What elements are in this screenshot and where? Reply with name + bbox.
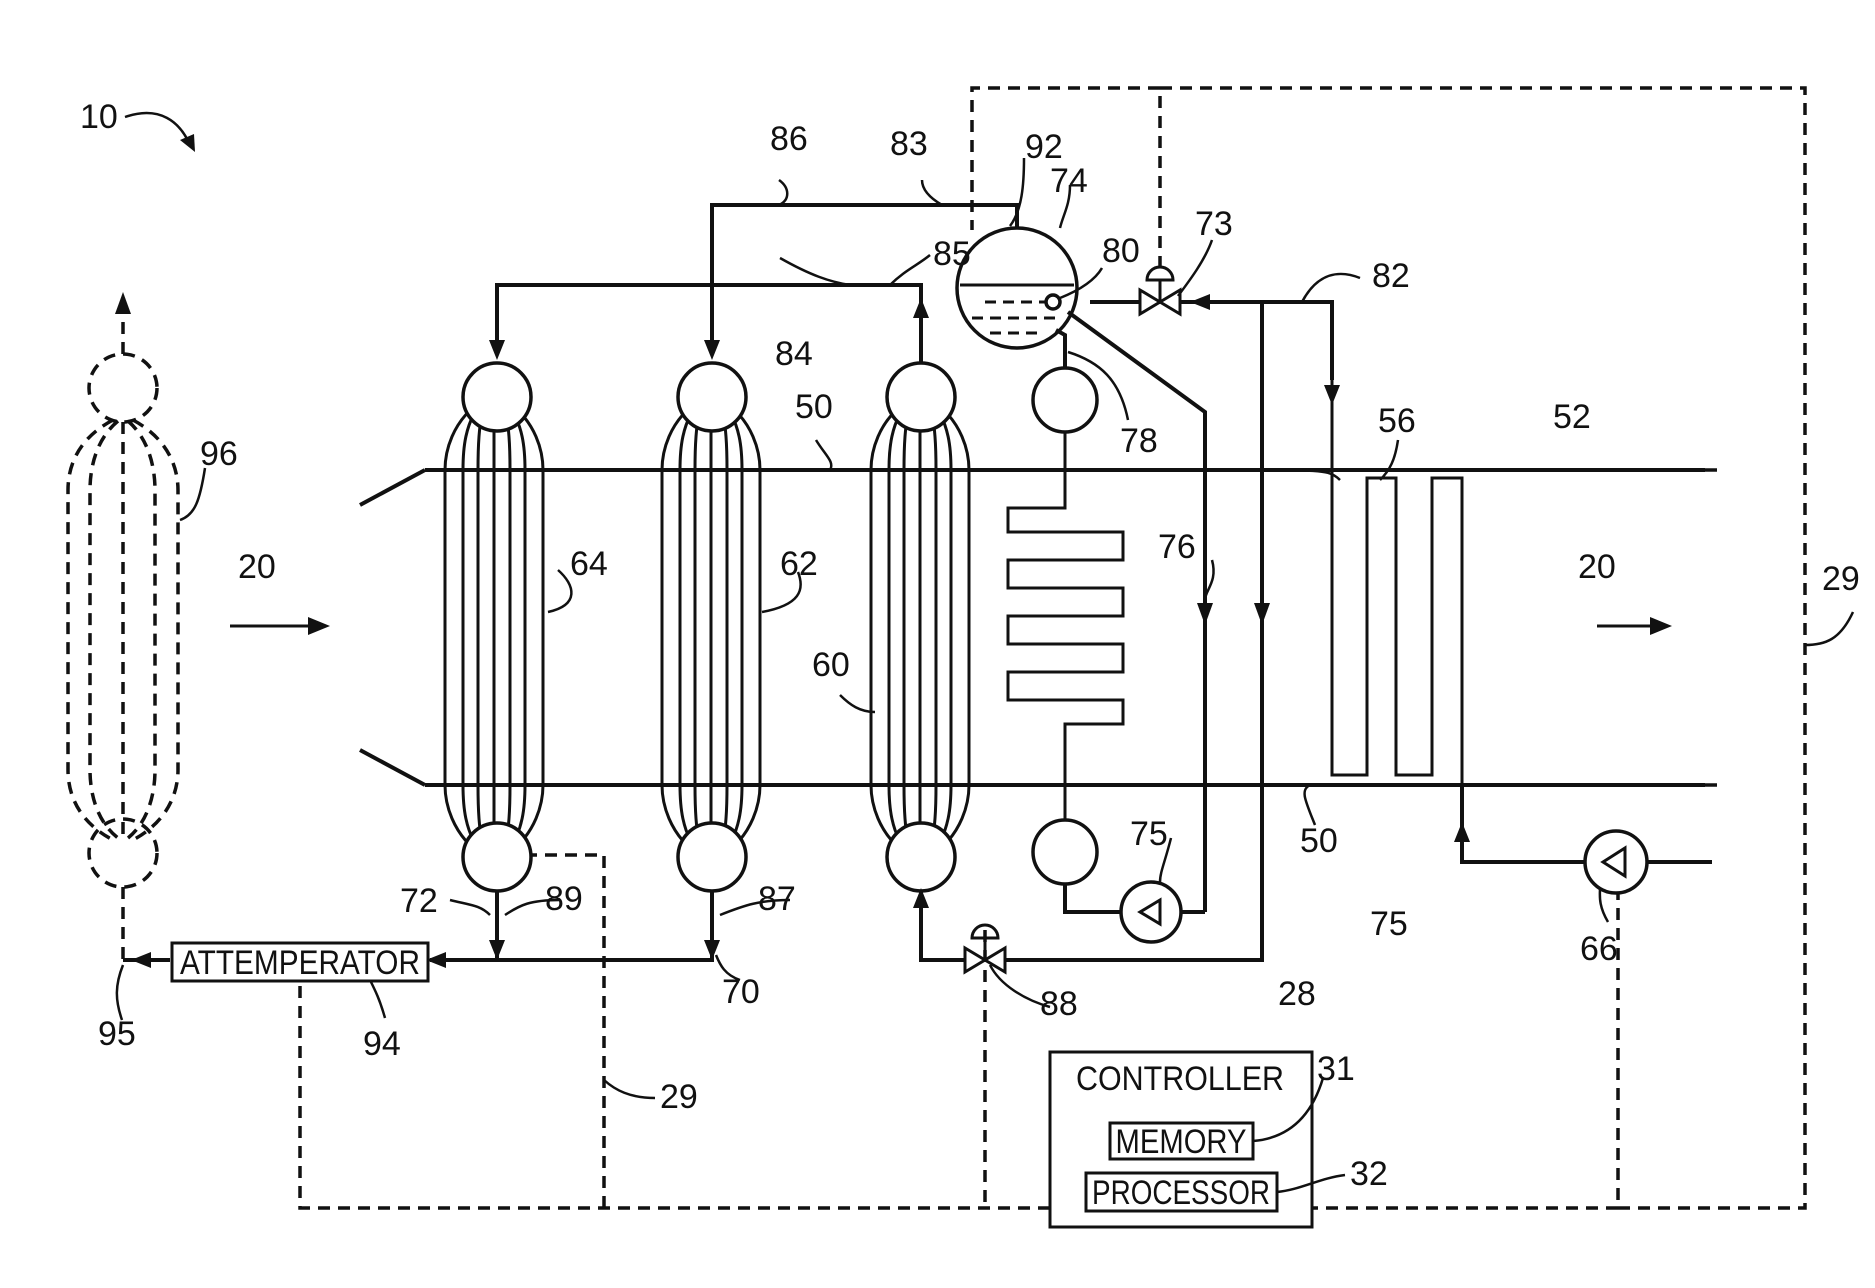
label-saturated-steam-line: 83 xyxy=(890,125,928,163)
label-finishing-superheater: 64 xyxy=(570,545,608,583)
level-sensor xyxy=(1046,295,1060,309)
flow-out-arrow xyxy=(1597,617,1672,635)
label-feed-pump: 66 xyxy=(1580,930,1618,968)
evaporator-bank xyxy=(871,363,969,891)
label-downcomer: 76 xyxy=(1158,528,1196,566)
label-controller: 28 xyxy=(1278,975,1316,1013)
flow-in-arrow xyxy=(230,617,330,635)
label-control-line-bottom: 29 xyxy=(660,1078,698,1116)
finishing-superheater-outlet-header xyxy=(463,823,531,891)
label-flow-out: 20 xyxy=(1578,548,1616,586)
finishing-superheater-bank xyxy=(445,363,543,891)
label-ghost-heater: 96 xyxy=(200,435,238,473)
label-primary-superheater: 62 xyxy=(780,545,818,583)
serpentine-coil xyxy=(1008,368,1123,884)
label-riser: 78 xyxy=(1120,422,1158,460)
label-control-line-right: 29 xyxy=(1822,560,1860,598)
feed-valve xyxy=(1140,267,1180,314)
label-feed-line: 82 xyxy=(1372,257,1410,295)
label-superheater-outlet: 87 xyxy=(758,880,796,918)
controller-label: CONTROLLER xyxy=(1076,1060,1284,1098)
label-flow-in: 20 xyxy=(238,548,276,586)
controller-box: CONTROLLER MEMORY PROCESSOR xyxy=(1050,1052,1312,1227)
label-duct-wall-top: 50 xyxy=(795,388,833,426)
label-spray-valve: 88 xyxy=(1040,985,1078,1023)
label-pump: 75 xyxy=(1130,815,1168,853)
primary-superheater-outlet-header xyxy=(678,823,746,891)
label-evaporator: 60 xyxy=(812,646,850,684)
label-evap-link: 84 xyxy=(775,335,813,373)
label-economizer: 56 xyxy=(1378,402,1416,440)
processor-label: PROCESSOR xyxy=(1092,1174,1270,1212)
label-finishing-outlet: 89 xyxy=(545,880,583,918)
feed-pump xyxy=(1585,831,1647,893)
attemperator-box: ATTEMPERATOR xyxy=(172,943,428,982)
primary-superheater-inlet-header xyxy=(678,363,746,431)
evaporator-upper-header xyxy=(887,363,955,431)
primary-superheater-bank xyxy=(662,363,760,891)
label-attemperator-outlet: 95 xyxy=(98,1015,136,1053)
attemperator-label: ATTEMPERATOR xyxy=(180,944,420,982)
label-system: 10 xyxy=(80,98,118,136)
label-stack: 52 xyxy=(1553,398,1591,436)
coil-lower-header xyxy=(1033,820,1097,884)
label-evap-return: 85 xyxy=(933,235,971,273)
label-duct-wall-bottom: 50 xyxy=(1300,822,1338,860)
memory-label: MEMORY xyxy=(1116,1123,1247,1161)
finishing-superheater-inlet-header xyxy=(463,363,531,431)
label-drum: 74 xyxy=(1050,162,1088,200)
pump xyxy=(1121,882,1181,942)
label-feed-valve: 73 xyxy=(1195,205,1233,243)
label-steam-line: 70 xyxy=(722,973,760,1011)
evaporator-lower-header xyxy=(887,823,955,891)
label-superheater-link: 86 xyxy=(770,120,808,158)
label-drum-top: 92 xyxy=(1025,128,1063,166)
label-region: 75 xyxy=(1370,905,1408,943)
ghost-heater xyxy=(68,292,178,960)
label-processor: 32 xyxy=(1350,1155,1388,1193)
label-attemperator: 94 xyxy=(363,1025,401,1063)
duct xyxy=(360,470,1720,785)
coil-upper-header xyxy=(1033,368,1097,432)
label-memory: 31 xyxy=(1317,1050,1355,1088)
label-level-sensor: 80 xyxy=(1102,232,1140,270)
label-outlet-line: 72 xyxy=(400,882,438,920)
